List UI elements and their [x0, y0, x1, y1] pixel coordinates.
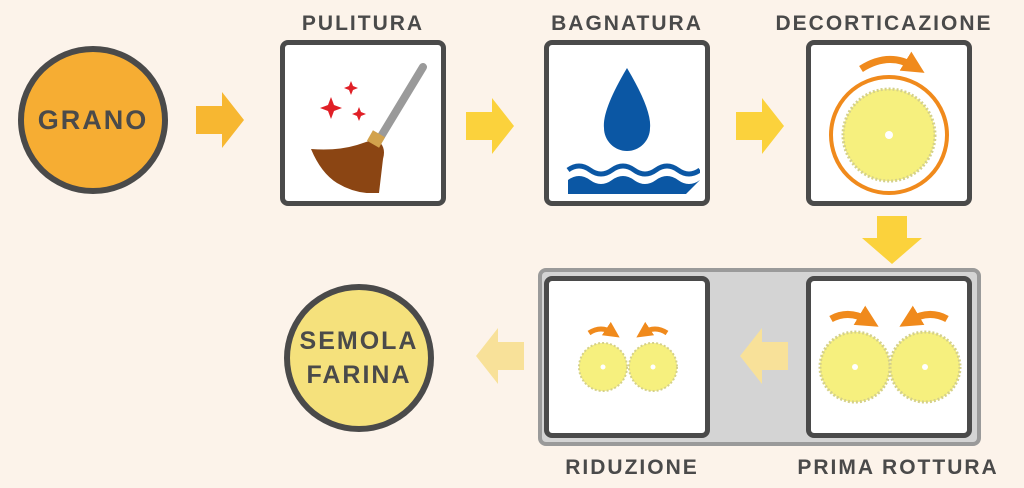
arrow-left-1: [740, 328, 788, 384]
rotating-millstone-icon: [829, 51, 949, 195]
grano-label: GRANO: [37, 105, 149, 135]
arrow-right-2: [466, 98, 514, 154]
bagnatura-box: [544, 40, 710, 206]
prima-rottura-box: [806, 276, 972, 438]
pulitura-box: [280, 40, 446, 206]
pulitura-label: PULITURA: [301, 12, 425, 35]
arrow-right-3: [736, 98, 784, 154]
bagnatura-label: BAGNATURA: [551, 12, 703, 35]
sparkle-icon: [320, 97, 342, 119]
riduzione-box: [544, 276, 710, 438]
arrow-left-2: [476, 328, 524, 384]
prima-rottura-label: PRIMA ROTTURA: [797, 456, 999, 479]
roller-mill-icon: [818, 305, 962, 404]
small-rollers-icon: [578, 321, 678, 392]
farina-label: FARINA: [306, 361, 412, 389]
decorticazione-box: [806, 40, 972, 206]
semola-label: SEMOLA: [299, 327, 419, 355]
grano-node: GRANO: [18, 46, 168, 194]
arrow-down: [862, 216, 922, 264]
broom-icon: [311, 63, 427, 193]
riduzione-label: RIDUZIONE: [565, 456, 699, 479]
semola-farina-node: SEMOLA FARINA: [284, 284, 434, 432]
water-drop-icon: [566, 68, 700, 194]
decorticazione-label: DECORTICAZIONE: [775, 12, 993, 35]
arrow-right-1: [196, 92, 244, 148]
